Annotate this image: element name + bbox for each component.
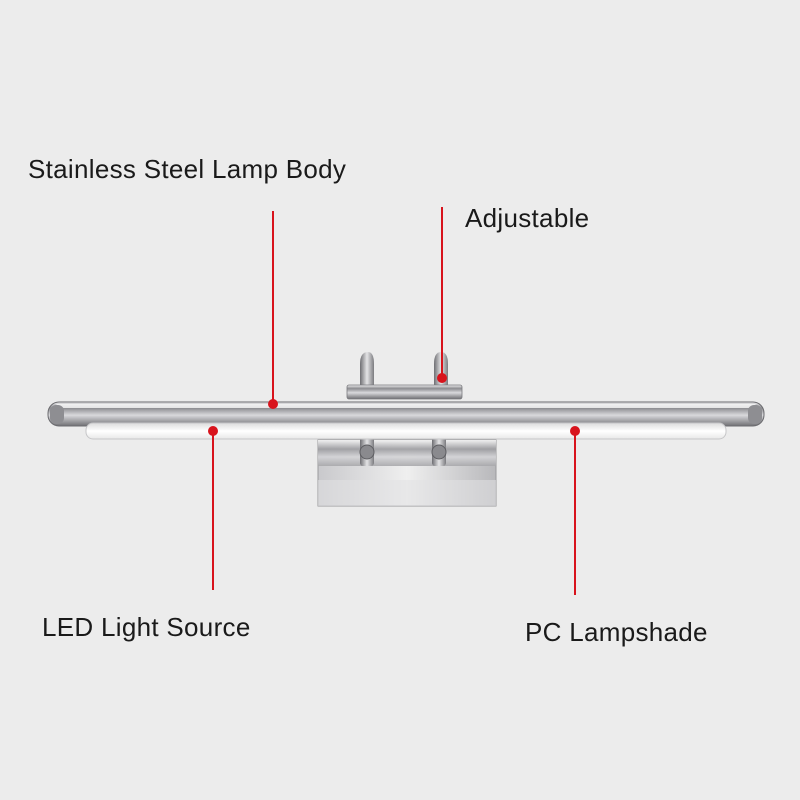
label-adjustable: Adjustable — [465, 203, 590, 233]
callout-dot-adjustable — [437, 373, 447, 383]
lower-arm-joints — [359, 432, 447, 466]
label-stainless-steel-lamp-body: Stainless Steel Lamp Body — [28, 154, 347, 184]
label-led-light-source: LED Light Source — [42, 612, 251, 642]
lamp-tube — [47, 401, 765, 440]
callout-dot-lamp-body — [268, 399, 278, 409]
label-pc-lampshade: PC Lampshade — [525, 617, 708, 647]
callout-lines — [212, 207, 576, 595]
callout-dot-led — [208, 426, 218, 436]
callout-dot-pc — [570, 426, 580, 436]
pc-lampshade-strip — [85, 422, 727, 440]
wall-mount-box — [317, 439, 497, 507]
callout-dots — [208, 373, 580, 436]
